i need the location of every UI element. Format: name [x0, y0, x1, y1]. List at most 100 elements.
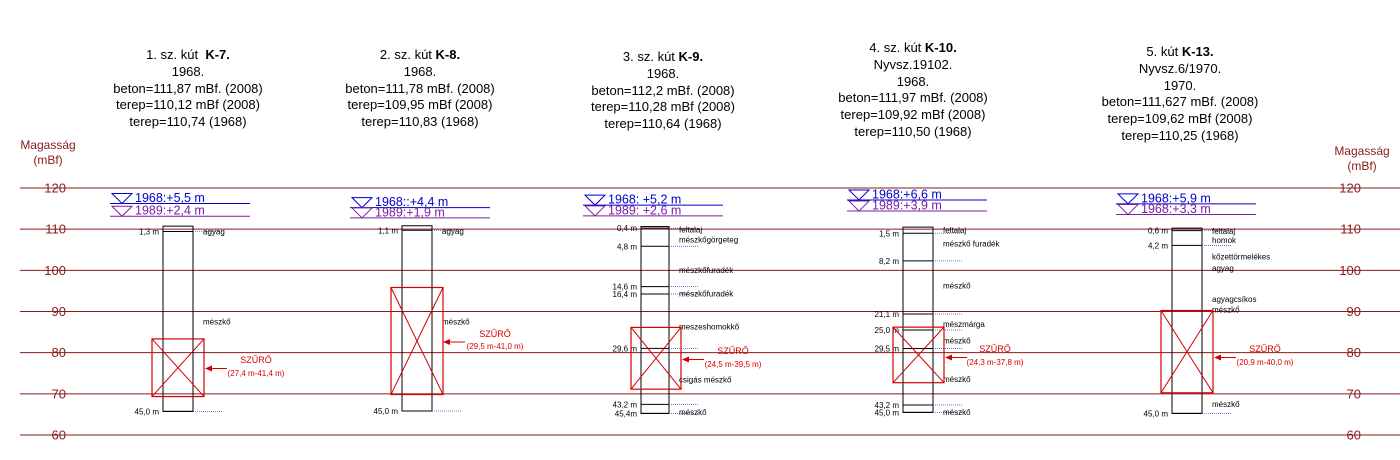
- layer-label: mészkő: [943, 336, 971, 345]
- filter-screen-cross: [151, 338, 205, 397]
- y-tick-label-left: 120: [44, 181, 66, 196]
- well-info-line: 1970.: [1163, 77, 1197, 93]
- well-info-line: terep=110,64 (1968): [604, 116, 722, 132]
- y-tick-label-left: 110: [45, 222, 66, 237]
- water-level-triangle-icon: [350, 197, 374, 209]
- layer-label: feltalaj: [679, 226, 702, 235]
- y-tick-label-right: 100: [1339, 263, 1361, 278]
- depth-label: 8,2 m: [879, 257, 899, 266]
- layer-label: mészkő: [442, 317, 470, 326]
- depth-label: 1,1 m: [378, 226, 398, 235]
- well-info-line: terep=109,92 mBf (2008): [840, 107, 986, 123]
- depth-label: 0,4 m: [617, 224, 637, 233]
- well-header-5: 5. kút K-13. Nyvsz.6/1970. 1970. beton=1…: [1060, 44, 1300, 145]
- well-title: 1. sz. kút K-7.: [146, 47, 230, 62]
- y-tick-label-right: 120: [1339, 181, 1361, 196]
- water-level-label: 1989:+1,9 m: [375, 205, 445, 219]
- filter-range-label: (27,4 m-41,4 m): [228, 369, 285, 378]
- filter-label: SZŰRŐ: [1249, 344, 1281, 354]
- y-tick-label-left: 80: [52, 345, 66, 360]
- layer-label: mészkő: [679, 408, 707, 417]
- layer-label: mészkő: [943, 408, 971, 417]
- axis-title-text: Magasság: [20, 138, 76, 152]
- y-tick-label-right: 60: [1347, 428, 1361, 443]
- depth-label: 25,0 m: [875, 326, 900, 335]
- depth-label: 43,2 m: [613, 400, 638, 409]
- y-tick-label-left: 60: [52, 428, 66, 443]
- well-info-line: terep=110,50 (1968): [854, 123, 972, 139]
- filter-screen-box: [151, 338, 205, 398]
- well-casing: [162, 225, 194, 412]
- filter-arrow-head-icon: [682, 356, 689, 363]
- layer-label: agyag: [203, 228, 225, 237]
- layer-label: agyag: [1212, 264, 1234, 273]
- y-tick-label-right: 80: [1347, 345, 1361, 360]
- filter-label: SZŰRŐ: [979, 344, 1011, 354]
- well-header-3: 3. sz. kút K-9. 1968. beton=112,2 mBf. (…: [543, 49, 783, 133]
- water-level-label: 1968::+4,4 m: [375, 195, 448, 209]
- filter-screen-cross: [390, 287, 444, 395]
- water-level-triangle-icon: [847, 200, 871, 212]
- well-info-line: terep=109,62 mBf (2008): [1107, 111, 1253, 127]
- y-tick-label-left: 90: [52, 304, 66, 319]
- well-casing: [902, 226, 934, 413]
- layer-label: kőzettörmelékes: [1212, 253, 1270, 262]
- axis-unit-text: (mBf): [33, 153, 63, 167]
- well-info-line: terep=110,12 mBf (2008): [116, 97, 260, 113]
- axis-title-text: Magasság: [1334, 144, 1390, 158]
- well-info-line: terep=110,25 (1968): [1121, 127, 1239, 143]
- well-info-line: terep=110,83 (1968): [361, 114, 479, 130]
- filter-arrow-head-icon: [1214, 354, 1221, 361]
- water-level-triangle-icon: [583, 194, 607, 206]
- well-info-line: 1968.: [171, 63, 205, 79]
- well-info-line: 1968.: [403, 63, 437, 79]
- water-level-label: 1989: +2,6 m: [608, 203, 681, 217]
- well-info-line: beton=111,78 mBf. (2008): [345, 80, 495, 96]
- y-tick-label-left: 70: [52, 386, 66, 401]
- y-tick-label-right: 90: [1347, 304, 1361, 319]
- water-level-label: 1968:+5,5 m: [135, 191, 205, 205]
- filter-screen-cross: [630, 327, 682, 390]
- layer-label: mészkőfuradék: [679, 266, 734, 275]
- layer-label: mészkő: [1212, 400, 1240, 409]
- well-casing: [640, 226, 670, 414]
- layer-label: mészkőfuradék: [679, 289, 734, 298]
- depth-label: 29,5 m: [875, 345, 900, 354]
- layer-label: feltalaj: [943, 226, 966, 235]
- well-info-line: beton=111,87 mBf. (2008): [113, 80, 263, 96]
- depth-label: 4,8 m: [617, 242, 637, 251]
- filter-range-label: (24,5 m-39,5 m): [705, 360, 762, 369]
- well-header-1: 1. sz. kút K-7. 1968. beton=111,87 mBf. …: [68, 47, 308, 131]
- layer-label: mészkő: [943, 375, 971, 384]
- depth-label: 4,2 m: [1148, 241, 1168, 250]
- filter-screen-box: [892, 326, 945, 384]
- filter-screen-cross: [892, 326, 945, 384]
- water-level-label: 1989:+2,4 m: [135, 204, 205, 218]
- well-header-4: 4. sz. kút K-10. Nyvsz.19102. 1968. beto…: [793, 40, 1033, 141]
- well-info-line: Nyvsz.19102.: [873, 56, 953, 72]
- depth-label: 0,6 m: [1148, 227, 1168, 236]
- water-level-triangle-icon: [110, 192, 134, 205]
- filter-screen-box: [390, 286, 444, 396]
- layer-label: csigás mészkő: [679, 375, 732, 384]
- well-title: 5. kút K-13.: [1146, 44, 1214, 59]
- layer-label: agyag: [442, 227, 464, 236]
- well-info-line: 1968.: [646, 65, 680, 81]
- well-info-line: beton=111,97 mBf. (2008): [838, 90, 988, 106]
- filter-range-label: (29,5 m-41,0 m): [467, 342, 524, 351]
- water-level-label: 1968:+5,9 m: [1141, 191, 1211, 205]
- layer-label: meszeshomokkő: [679, 322, 740, 331]
- y-tick-label-left: 100: [44, 263, 66, 278]
- depth-label: 43,2 m: [875, 401, 900, 410]
- axis-title-right: Magasság (mBf): [1322, 144, 1400, 174]
- filter-label: SZŰRŐ: [717, 346, 749, 356]
- filter-range-label: (20,9 m-40,0 m): [1237, 358, 1294, 367]
- water-level-triangle-icon: [1116, 193, 1140, 205]
- well-casing: [1171, 227, 1203, 414]
- water-level-label: 1989:+3,9 m: [872, 199, 942, 213]
- layer-label: homok: [1212, 236, 1237, 245]
- well-info-line: beton=112,2 mBf. (2008): [591, 82, 735, 98]
- axis-title-left: Magasság (mBf): [8, 138, 88, 168]
- y-tick-label-right: 110: [1340, 222, 1361, 237]
- well-title: 2. sz. kút K-8.: [379, 47, 461, 62]
